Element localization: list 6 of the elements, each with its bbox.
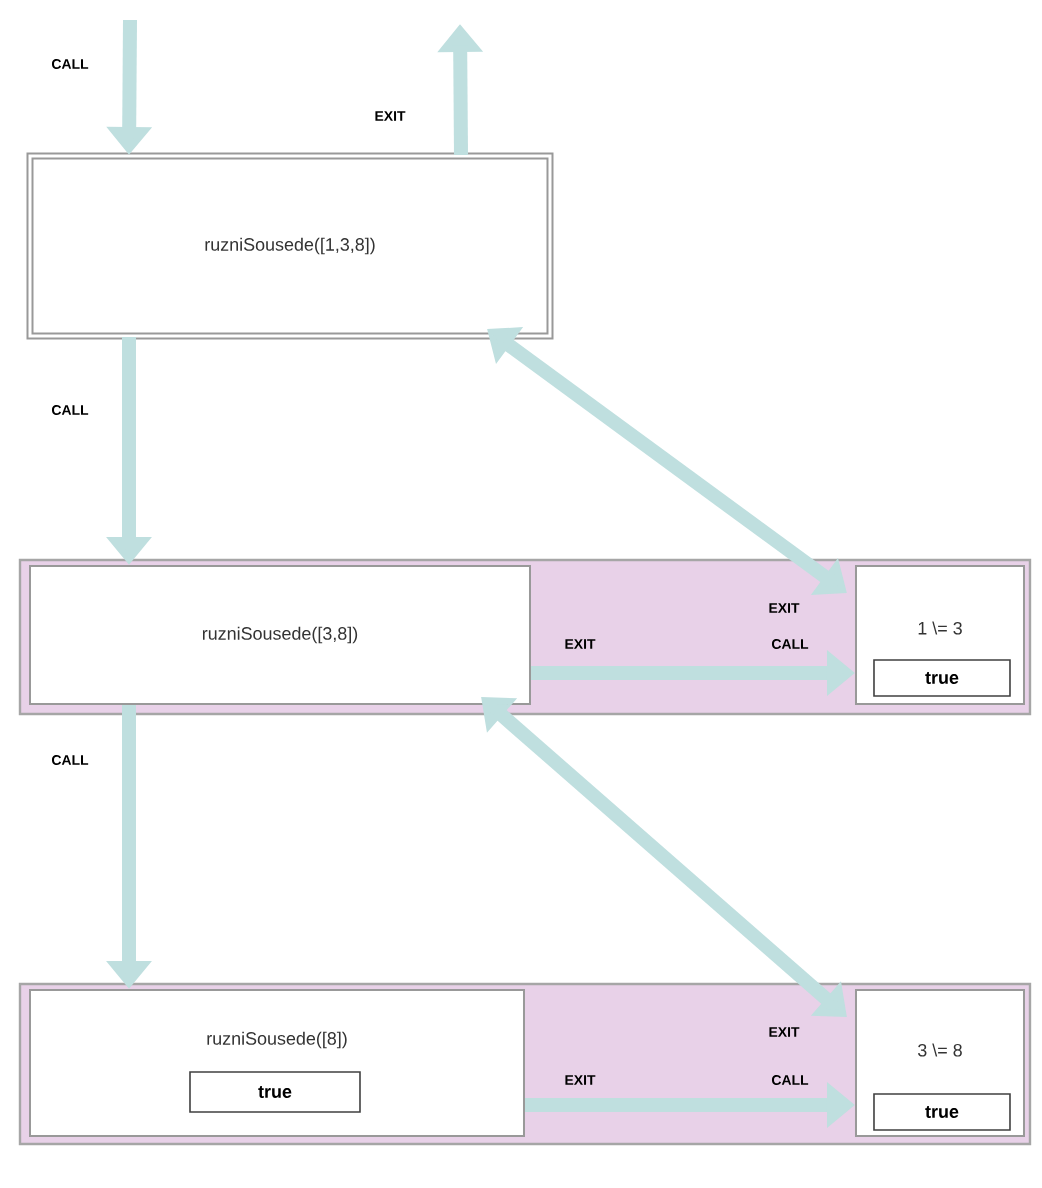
- call-box: ruzniSousede([3,8]): [29, 565, 531, 705]
- arrow: [481, 697, 847, 1017]
- call-box: ruzniSousede([1,3,8]): [26, 152, 554, 340]
- result-box: true: [189, 1071, 361, 1113]
- result-box: true: [873, 659, 1011, 697]
- result-box: true: [873, 1093, 1011, 1131]
